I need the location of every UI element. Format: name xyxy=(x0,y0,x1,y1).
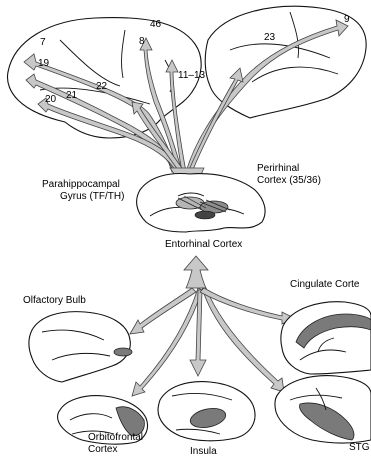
olfactory-brain xyxy=(29,312,132,382)
entorhinal-label: Entorhinal Cortex xyxy=(165,239,242,250)
cingulate-brain xyxy=(281,302,371,374)
parahippocampal-label-line2: Gyrus (TF/TH) xyxy=(60,191,124,202)
perirhinal-label-line2: Cortex (35/36) xyxy=(257,175,321,186)
parahippocampal-label-line1: Parahippocampal xyxy=(42,179,120,190)
area-number-19: 19 xyxy=(38,58,50,69)
perirhinal-label-line1: Perirhinal xyxy=(257,163,299,174)
olfactory-bulb-area xyxy=(114,348,132,356)
cingulate-label: Cingulate Corte xyxy=(290,279,360,290)
orbitofrontal-label-line2: Cortex xyxy=(88,444,117,455)
insula-brain xyxy=(158,382,255,441)
arrow-bundle-bottom xyxy=(130,256,294,396)
area-number-7: 7 xyxy=(40,37,46,48)
area-number-9: 9 xyxy=(344,14,350,25)
olfactory-label: Olfactory Bulb xyxy=(23,295,86,306)
area-number-46: 46 xyxy=(150,19,162,30)
stg-brain xyxy=(275,376,371,443)
area-number-11-13: 11–13 xyxy=(178,70,206,81)
area-number-22: 22 xyxy=(96,81,108,92)
area-number-23: 23 xyxy=(264,32,276,43)
area-number-8: 8 xyxy=(139,36,145,47)
area-number-21: 21 xyxy=(66,90,78,101)
orbitofrontal-label-line1: Orbitofrontal xyxy=(88,432,143,443)
stg-label: STG xyxy=(349,442,370,453)
insula-label: Insula xyxy=(190,446,217,457)
area-number-20: 20 xyxy=(45,94,57,105)
